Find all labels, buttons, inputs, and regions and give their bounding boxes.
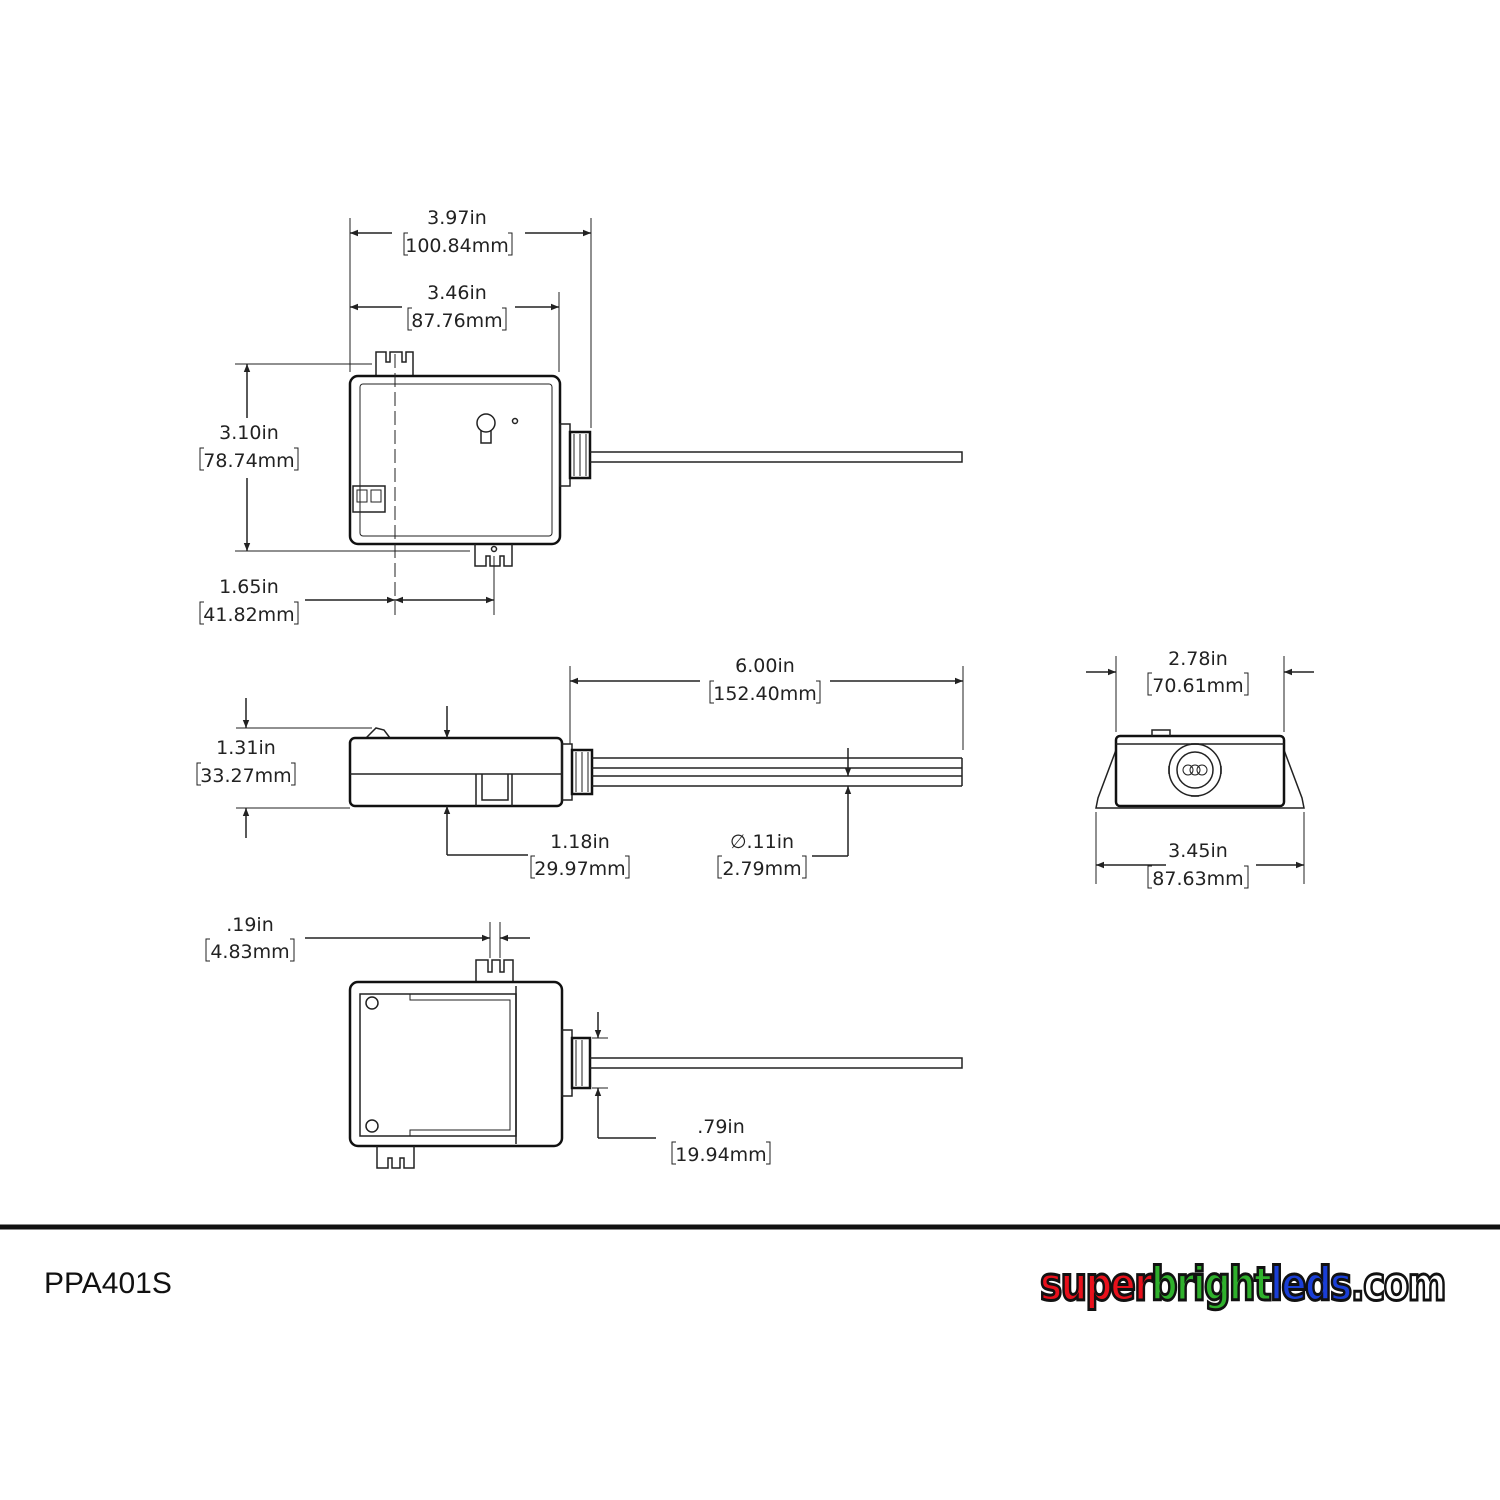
end-view [1086,656,1314,884]
end-overall-width-in: 3.45in [1168,840,1228,862]
tab-width-in: .19in [226,914,274,936]
logo-part-2: bright [1151,1257,1272,1311]
side-height-in: 1.31in [216,737,276,759]
top-overall-width-mm: 100.84mm [405,235,509,257]
logo-part-1: super [1040,1257,1153,1311]
top-body-width-mm: 87.76mm [411,310,502,332]
wire-diameter-mm: 2.79mm [722,858,801,880]
logo-part-4: .com [1351,1257,1445,1311]
lead-length-mm: 152.40mm [713,683,817,705]
end-body-width-mm: 70.61mm [1152,675,1243,697]
side-view [236,666,964,857]
brand-logo: superbrightleds.com [1039,1256,1448,1313]
top-height-mm: 78.74mm [203,450,294,472]
top-body-width-in: 3.46in [427,282,487,304]
tab-width-mm: 4.83mm [210,941,289,963]
wire-diameter-in: ∅.11in [730,831,794,853]
end-body-width-in: 2.78in [1168,648,1228,670]
top-height-in: 3.10in [219,422,279,444]
bottom-view [305,922,963,1169]
fitting-diameter-in: .79in [697,1116,745,1138]
metric-brackets [196,232,1249,1165]
svg-text:superbrightleds.com: superbrightleds.com [1040,1257,1445,1311]
bracket-width-in: 1.18in [550,831,610,853]
end-overall-width-mm: 87.63mm [1152,868,1243,890]
top-view [235,218,963,615]
bracket-width-mm: 29.97mm [534,858,625,880]
logo-part-3: leds [1270,1257,1350,1311]
dimension-labels: 3.97in 100.84mm 3.46in 87.76mm 3.10in 78… [200,207,1243,1166]
lead-length-in: 6.00in [735,655,795,677]
part-number: PPA401S [44,1267,172,1300]
tab-offset-mm: 41.82mm [203,604,294,626]
tab-offset-in: 1.65in [219,576,279,598]
top-overall-width-in: 3.97in [427,207,487,229]
fitting-diameter-mm: 19.94mm [675,1144,766,1166]
side-height-mm: 33.27mm [200,765,291,787]
